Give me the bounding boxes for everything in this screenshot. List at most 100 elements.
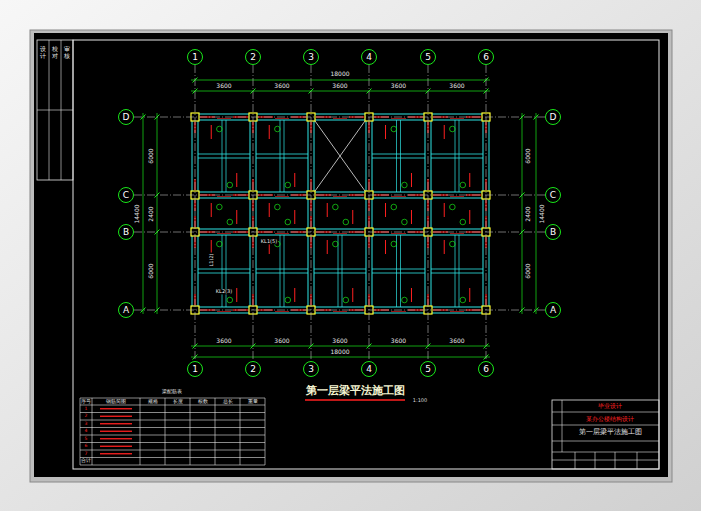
table-rule: [80, 420, 265, 421]
dimension-lines: [141, 78, 539, 360]
secondary-beam: [284, 120, 285, 192]
axis-line: [428, 65, 429, 361]
stirrup-mark: [411, 173, 412, 187]
secondary-beam: [256, 154, 308, 155]
stirrup-mark: [352, 288, 353, 302]
table-rule: [240, 398, 241, 465]
table-cell: 7: [85, 451, 88, 456]
secondary-beam: [431, 158, 483, 159]
axis-line: [134, 310, 545, 311]
beam-plan: [191, 113, 490, 314]
title-block-rule: [637, 452, 638, 469]
span-rebar: [217, 196, 231, 197]
rebar-sketch: [100, 453, 132, 454]
rebar-sketch: [100, 416, 132, 417]
stirrup-mark: [385, 203, 386, 217]
strip-box: [37, 40, 73, 180]
stirrup-mark: [352, 210, 353, 224]
secondary-beam: [400, 235, 401, 307]
span-rebar: [391, 118, 406, 119]
dimension-line: [157, 113, 158, 314]
rebar-table: [80, 398, 265, 465]
table-cell: 5: [85, 436, 88, 441]
table-rule: [80, 412, 265, 413]
dimension-line: [522, 113, 523, 314]
section-callout: [402, 219, 408, 225]
table-header: 钢筋简图: [106, 399, 126, 404]
signature-field: 设计: [40, 46, 46, 59]
span-rebar: [275, 118, 289, 119]
title-block-text: 某办公楼结构设计: [586, 415, 634, 421]
axis-bubble: A: [545, 302, 561, 318]
table-title: 梁配筋表: [162, 389, 182, 394]
table-header: 规格: [148, 399, 158, 404]
axis-bubble: B: [545, 224, 561, 240]
secondary-beam: [256, 269, 308, 270]
axis-bubble: C: [118, 187, 134, 203]
span-rebar: [391, 196, 406, 197]
beam-label: L1(2): [209, 252, 214, 267]
secondary-beam: [256, 158, 308, 159]
axis-bubble: 5: [420, 49, 436, 65]
table-rule: [80, 442, 265, 443]
axis-bubble: 3: [303, 49, 319, 65]
dimension-text: 2400: [525, 205, 531, 222]
secondary-beam: [372, 273, 425, 274]
stirrup-mark: [236, 173, 237, 187]
span-rebar: [217, 311, 231, 312]
span-rebar: [450, 196, 464, 197]
title-block-rule: [562, 400, 563, 452]
axis-label: D: [550, 113, 557, 122]
span-rebar: [450, 118, 464, 119]
stirrup-mark: [469, 210, 470, 224]
axis-bubble: 2: [245, 49, 261, 65]
title-block-rule: [552, 412, 659, 413]
axis-label: B: [123, 228, 129, 237]
axis-label: 1: [192, 365, 198, 374]
beam-edge: [366, 117, 367, 310]
dimension-text: 6000: [525, 262, 531, 279]
secondary-beam: [431, 154, 483, 155]
secondary-beam: [459, 235, 460, 307]
dimension-text: 6000: [148, 147, 154, 164]
dimension-line: [191, 357, 490, 358]
table-cell: 3: [85, 421, 88, 426]
signature-field: 审核: [64, 46, 70, 59]
span-rebar: [333, 118, 347, 119]
axis-bubble: 4: [361, 361, 377, 377]
span-rebar: [333, 233, 347, 234]
section-callout: [402, 297, 408, 303]
axis-bubble: 1: [187, 49, 203, 65]
section-callout: [450, 126, 456, 132]
secondary-beam: [314, 273, 366, 274]
stirrup-mark: [327, 240, 328, 254]
section-callout: [285, 297, 291, 303]
stirrup-mark: [469, 288, 470, 302]
stirrup-mark: [469, 173, 470, 187]
table-header: 长度: [173, 399, 183, 404]
beam-edge: [195, 307, 486, 308]
beam-edge: [256, 117, 257, 310]
title-block-rule: [575, 452, 576, 469]
span-rebar: [275, 196, 289, 197]
beam-edge: [372, 117, 373, 310]
secondary-beam: [431, 273, 483, 274]
axis-bubble: B: [118, 224, 134, 240]
table-rule: [165, 398, 166, 465]
axis-label: 6: [483, 53, 489, 62]
axis-bubble: C: [545, 187, 561, 203]
axis-bubble: 2: [245, 361, 261, 377]
table-header: 总长: [223, 399, 233, 404]
table-rule: [80, 398, 81, 465]
table-rule: [80, 465, 265, 466]
table-rule: [80, 405, 265, 406]
table-rule: [215, 398, 216, 465]
axis-bubble: 5: [420, 361, 436, 377]
beam-edge: [250, 117, 251, 310]
section-callout: [460, 297, 466, 303]
dimension-line: [191, 346, 490, 347]
stirrup-mark: [411, 210, 412, 224]
axis-line: [311, 65, 312, 361]
dimension-text: 3600: [273, 83, 290, 89]
axis-label: B: [550, 228, 556, 237]
